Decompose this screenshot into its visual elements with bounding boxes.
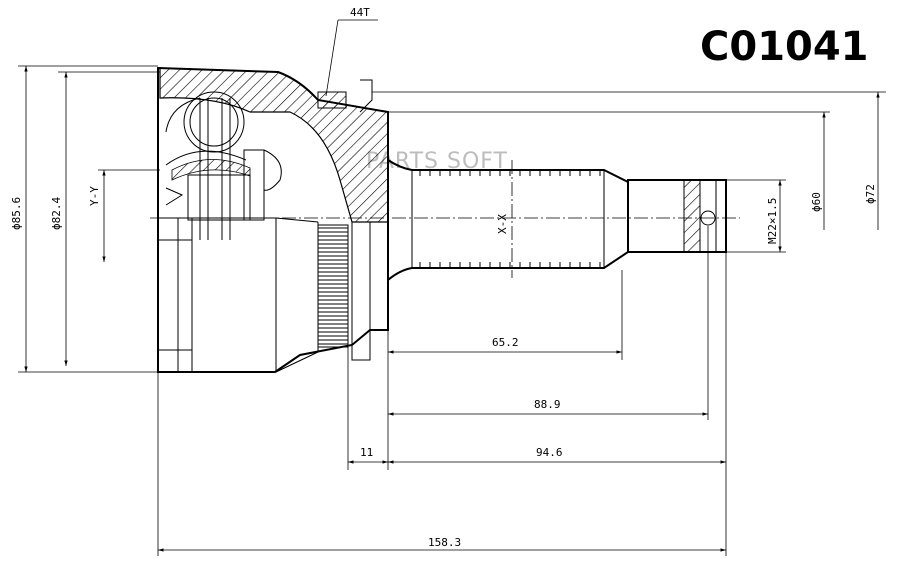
dim-left-diameters (18, 65, 160, 373)
dim-d72-label: ϕ72 (864, 184, 877, 204)
dim-thread-label: M22×1.5 (766, 198, 779, 244)
dim-lengths (157, 226, 727, 556)
axis-yy-label: Y-Y (88, 186, 101, 206)
abs-teeth-label: 44T (350, 6, 370, 19)
dim-d60-label: ϕ60 (810, 192, 823, 212)
dim-88-9-label: 88.9 (534, 398, 561, 411)
dim-158-3-label: 158.3 (428, 536, 461, 549)
abs-ring (317, 79, 389, 361)
stub-shaft (387, 159, 727, 281)
dim-65-2-label: 65.2 (492, 336, 519, 349)
axis-xx-label: X-X (496, 214, 509, 234)
dim-right-diameters (372, 91, 886, 253)
dim-d85-6-label: ϕ85.6 (10, 197, 23, 230)
part-number-title: C01041 (700, 24, 869, 70)
inner-race (165, 91, 282, 240)
dim-11-label: 11 (360, 446, 373, 459)
dim-94-6-label: 94.6 (536, 446, 563, 459)
dim-d82-4-label: ϕ82.4 (50, 197, 63, 230)
abs-teeth-leader (325, 19, 378, 97)
